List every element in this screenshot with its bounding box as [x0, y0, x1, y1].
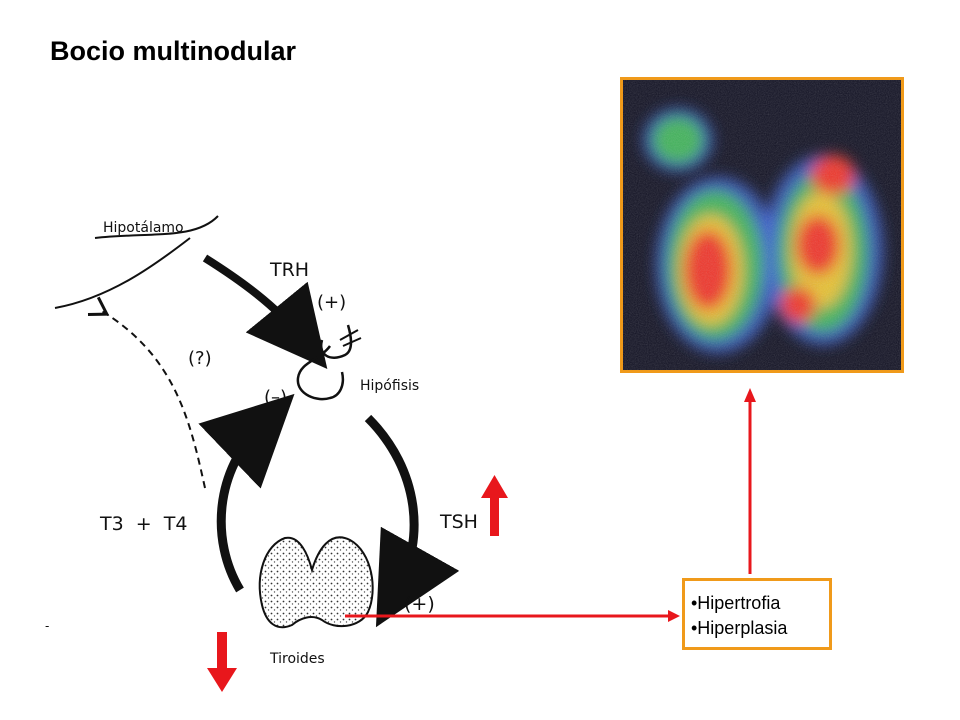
arrow-down-icon — [207, 632, 237, 692]
connector-up-arrowhead — [744, 388, 756, 402]
pituitary-label: Hipófisis — [360, 378, 419, 394]
t3-t4-arrow — [221, 425, 262, 590]
feedback-question-label: (?) — [188, 348, 212, 369]
thyroid-gland — [260, 537, 373, 627]
tsh-label: TSH — [439, 511, 478, 533]
stray-mark: - — [45, 619, 49, 633]
trh-label: TRH — [269, 259, 309, 281]
hypothalamus-outline-lower — [55, 238, 190, 308]
findings-box: •Hipertrofia •Hiperplasia — [682, 578, 832, 650]
finding-item: •Hipertrofia — [691, 591, 829, 616]
finding-item: •Hiperplasia — [691, 616, 829, 641]
trh-effect-label: (+) — [317, 292, 346, 313]
connector-arrowhead — [668, 610, 680, 622]
thyroid-scan-image — [620, 77, 904, 373]
thyroid-label: Tiroides — [269, 651, 325, 667]
arrow-up-icon — [481, 475, 508, 536]
pituitary-shape — [298, 325, 351, 399]
negative-feedback-label: (–) — [264, 387, 287, 408]
feedback-dashed-arrow — [100, 310, 205, 488]
hypothalamus-label: Hipotálamo — [103, 220, 184, 236]
hormones-label: T3 + T4 — [99, 513, 187, 535]
tsh-arrow — [368, 418, 414, 588]
tsh-effect-label: (+) — [404, 593, 435, 615]
